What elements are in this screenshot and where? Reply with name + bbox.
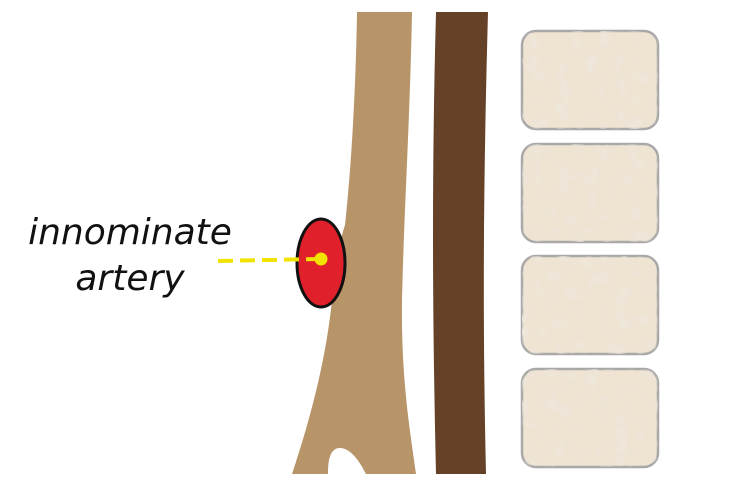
vertebra-2-texture <box>522 144 658 242</box>
trachea <box>292 12 416 474</box>
esophagus <box>433 12 488 474</box>
label-line-2: artery <box>75 258 185 299</box>
vertebra-3-texture <box>522 256 658 354</box>
structure-label: innominate artery <box>20 210 240 302</box>
vertebral-column <box>520 29 660 469</box>
pointer-dot-icon <box>314 252 328 266</box>
label-line-1: innominate <box>28 212 232 253</box>
vertebra-4-texture <box>522 369 658 467</box>
vertebra-1-texture <box>522 31 658 129</box>
pointer-line <box>217 257 319 263</box>
